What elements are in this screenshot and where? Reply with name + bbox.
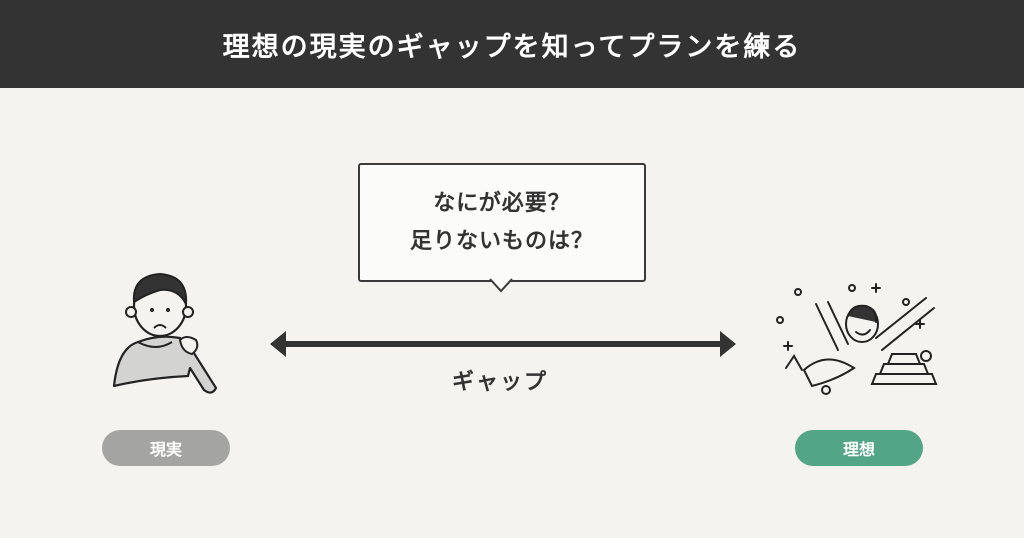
double-arrow-icon (270, 331, 736, 357)
ideal-label-pill: 理想 (795, 430, 923, 466)
bubble-tail-icon (489, 278, 513, 293)
bubble-line-2: 足りないものは？ (409, 228, 594, 254)
celebrating-person-icon (776, 283, 938, 395)
page-title: 理想の現実のギャップを知ってプランを練る (222, 31, 802, 63)
header-bar: 理想の現実のギャップを知ってプランを練る (0, 0, 1024, 88)
reality-label-pill: 現実 (102, 430, 230, 466)
bubble-line-1: なにが必要？ (433, 190, 571, 216)
gap-label: ギャップ (451, 370, 548, 395)
worried-person-icon (112, 272, 218, 394)
speech-bubble: なにが必要？ 足りないものは？ (358, 163, 646, 282)
